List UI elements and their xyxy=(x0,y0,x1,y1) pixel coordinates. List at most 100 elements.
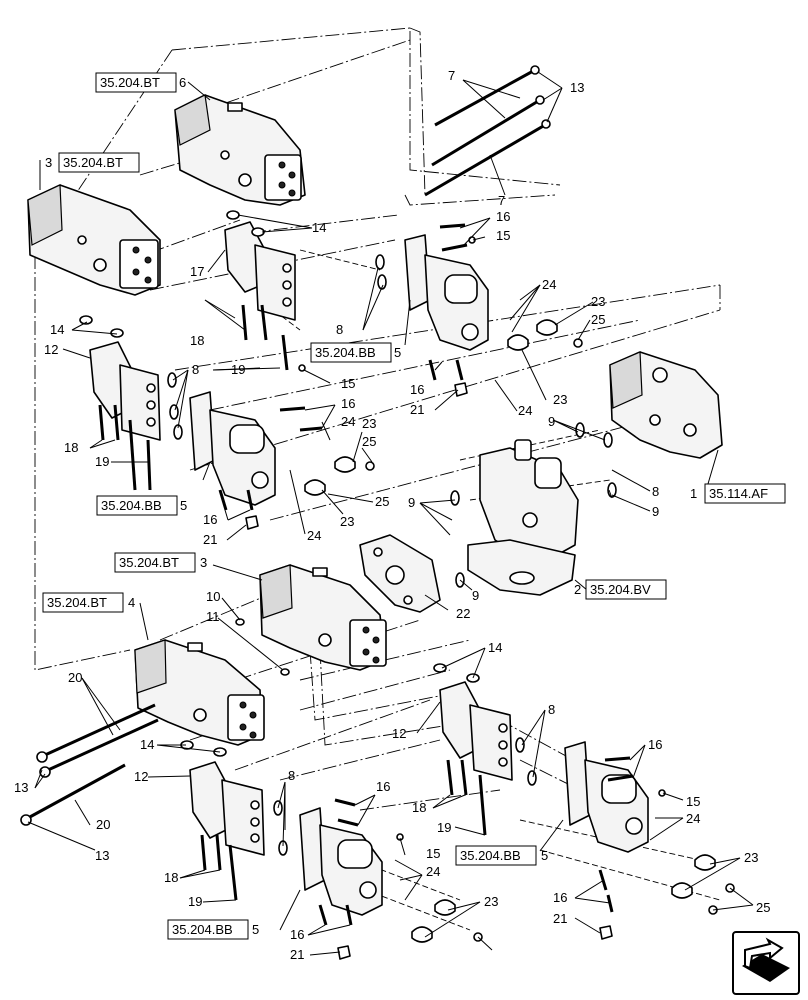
callout-22: 22 xyxy=(456,606,470,621)
ref-label: 35.204.BB xyxy=(172,922,233,937)
end-plate-22 xyxy=(359,534,441,613)
caps-23 xyxy=(304,319,716,943)
callout-25: 25 xyxy=(591,312,605,327)
valve-section-3-middle xyxy=(259,564,387,671)
fittings-21 xyxy=(245,382,613,960)
callout-25: 25 xyxy=(375,494,389,509)
valve-section-6 xyxy=(174,94,306,206)
ref-box-1[interactable]: 35.114.AF xyxy=(704,483,786,504)
callout-17: 17 xyxy=(190,264,204,279)
valve-section-4 xyxy=(134,639,265,746)
callout-23: 23 xyxy=(553,392,567,407)
valve-section-3-upper xyxy=(27,184,161,296)
callout-4: 4 xyxy=(128,595,135,610)
callout-25: 25 xyxy=(362,434,376,449)
callout-18: 18 xyxy=(164,870,178,885)
callout-5: 5 xyxy=(252,922,259,937)
ref-box-6[interactable]: 35.204.BT xyxy=(95,72,177,93)
callout-5: 5 xyxy=(541,848,548,863)
ref-label: 35.204.BT xyxy=(119,555,179,570)
ref-box-4[interactable]: 35.204.BT xyxy=(42,592,124,613)
callout-13: 13 xyxy=(14,780,28,795)
ref-label: 35.204.BT xyxy=(100,75,160,90)
callout-9: 9 xyxy=(548,414,555,429)
callout-25: 25 xyxy=(756,900,770,915)
callout-23: 23 xyxy=(362,416,376,431)
callout-21: 21 xyxy=(290,947,304,962)
callout-11: 11 xyxy=(206,609,220,624)
callout-19: 19 xyxy=(437,820,451,835)
callout-7: 7 xyxy=(448,68,455,83)
callout-24: 24 xyxy=(307,528,321,543)
callout-8: 8 xyxy=(548,702,555,717)
callout-14: 14 xyxy=(488,640,502,655)
callout-23: 23 xyxy=(340,514,354,529)
ref-label: 35.204.BB xyxy=(315,345,376,360)
ref-box-5-b[interactable]: 35.204.BB xyxy=(96,495,178,516)
ref-box-3-middle[interactable]: 35.204.BT xyxy=(114,552,196,573)
callout-15: 15 xyxy=(341,376,355,391)
adapter-plate-12-lower-left xyxy=(189,761,265,856)
ref-label: 35.114.AF xyxy=(709,486,768,501)
end-section-1 xyxy=(609,351,723,459)
callout-12: 12 xyxy=(44,342,58,357)
callout-13: 13 xyxy=(570,80,584,95)
callout-15: 15 xyxy=(426,846,440,861)
callout-2: 2 xyxy=(574,582,581,597)
callout-16: 16 xyxy=(203,512,217,527)
solenoid-section-5-c xyxy=(299,807,383,916)
callout-21: 21 xyxy=(553,911,567,926)
callout-24: 24 xyxy=(686,811,700,826)
adapter-plate-12-lower-right xyxy=(439,681,513,781)
callout-21: 21 xyxy=(410,402,424,417)
callout-23: 23 xyxy=(484,894,498,909)
callout-16: 16 xyxy=(496,209,510,224)
callout-19: 19 xyxy=(188,894,202,909)
callout-16: 16 xyxy=(376,779,390,794)
callout-18: 18 xyxy=(412,800,426,815)
callout-19: 19 xyxy=(231,362,245,377)
callout-5: 5 xyxy=(180,498,187,513)
ref-label: 35.204.BT xyxy=(63,155,123,170)
ref-label: 35.204.BV xyxy=(590,582,651,597)
inlet-section-2 xyxy=(467,439,579,596)
callout-12: 12 xyxy=(134,769,148,784)
leader-lines xyxy=(27,71,754,956)
callout-8: 8 xyxy=(652,484,659,499)
solenoid-section-5-b xyxy=(189,391,276,506)
ref-label: 35.204.BB xyxy=(101,498,162,513)
callout-24: 24 xyxy=(426,864,440,879)
next-page-arrow-icon[interactable] xyxy=(732,931,800,995)
callout-3: 3 xyxy=(45,155,52,170)
callout-19: 19 xyxy=(95,454,109,469)
o-rings xyxy=(79,210,617,856)
ref-box-5-c[interactable]: 35.204.BB xyxy=(455,845,537,866)
callout-12: 12 xyxy=(392,726,406,741)
solenoid-section-5-d xyxy=(564,741,649,853)
ref-label: 35.204.BT xyxy=(47,595,107,610)
callout-8: 8 xyxy=(192,362,199,377)
ref-box-5-d[interactable]: 35.204.BB xyxy=(167,919,249,940)
callout-8: 8 xyxy=(336,322,343,337)
callout-20: 20 xyxy=(96,817,110,832)
callout-16: 16 xyxy=(410,382,424,397)
ref-box-2[interactable]: 35.204.BV xyxy=(585,579,667,600)
callout-3: 3 xyxy=(200,555,207,570)
callout-9: 9 xyxy=(652,504,659,519)
callout-13: 13 xyxy=(95,848,109,863)
callout-16: 16 xyxy=(553,890,567,905)
callout-20: 20 xyxy=(68,670,82,685)
callout-8: 8 xyxy=(288,768,295,783)
callout-24: 24 xyxy=(542,277,556,292)
ref-box-5-a[interactable]: 35.204.BB xyxy=(310,342,392,363)
callout-14: 14 xyxy=(140,737,154,752)
callout-16: 16 xyxy=(648,737,662,752)
ref-box-3-upper[interactable]: 35.204.BT xyxy=(58,152,140,173)
callout-10: 10 xyxy=(206,589,220,604)
callout-18: 18 xyxy=(190,333,204,348)
ref-label: 35.204.BB xyxy=(460,848,521,863)
callout-1: 1 xyxy=(690,486,697,501)
callout-14: 14 xyxy=(50,322,64,337)
callout-23: 23 xyxy=(591,294,605,309)
